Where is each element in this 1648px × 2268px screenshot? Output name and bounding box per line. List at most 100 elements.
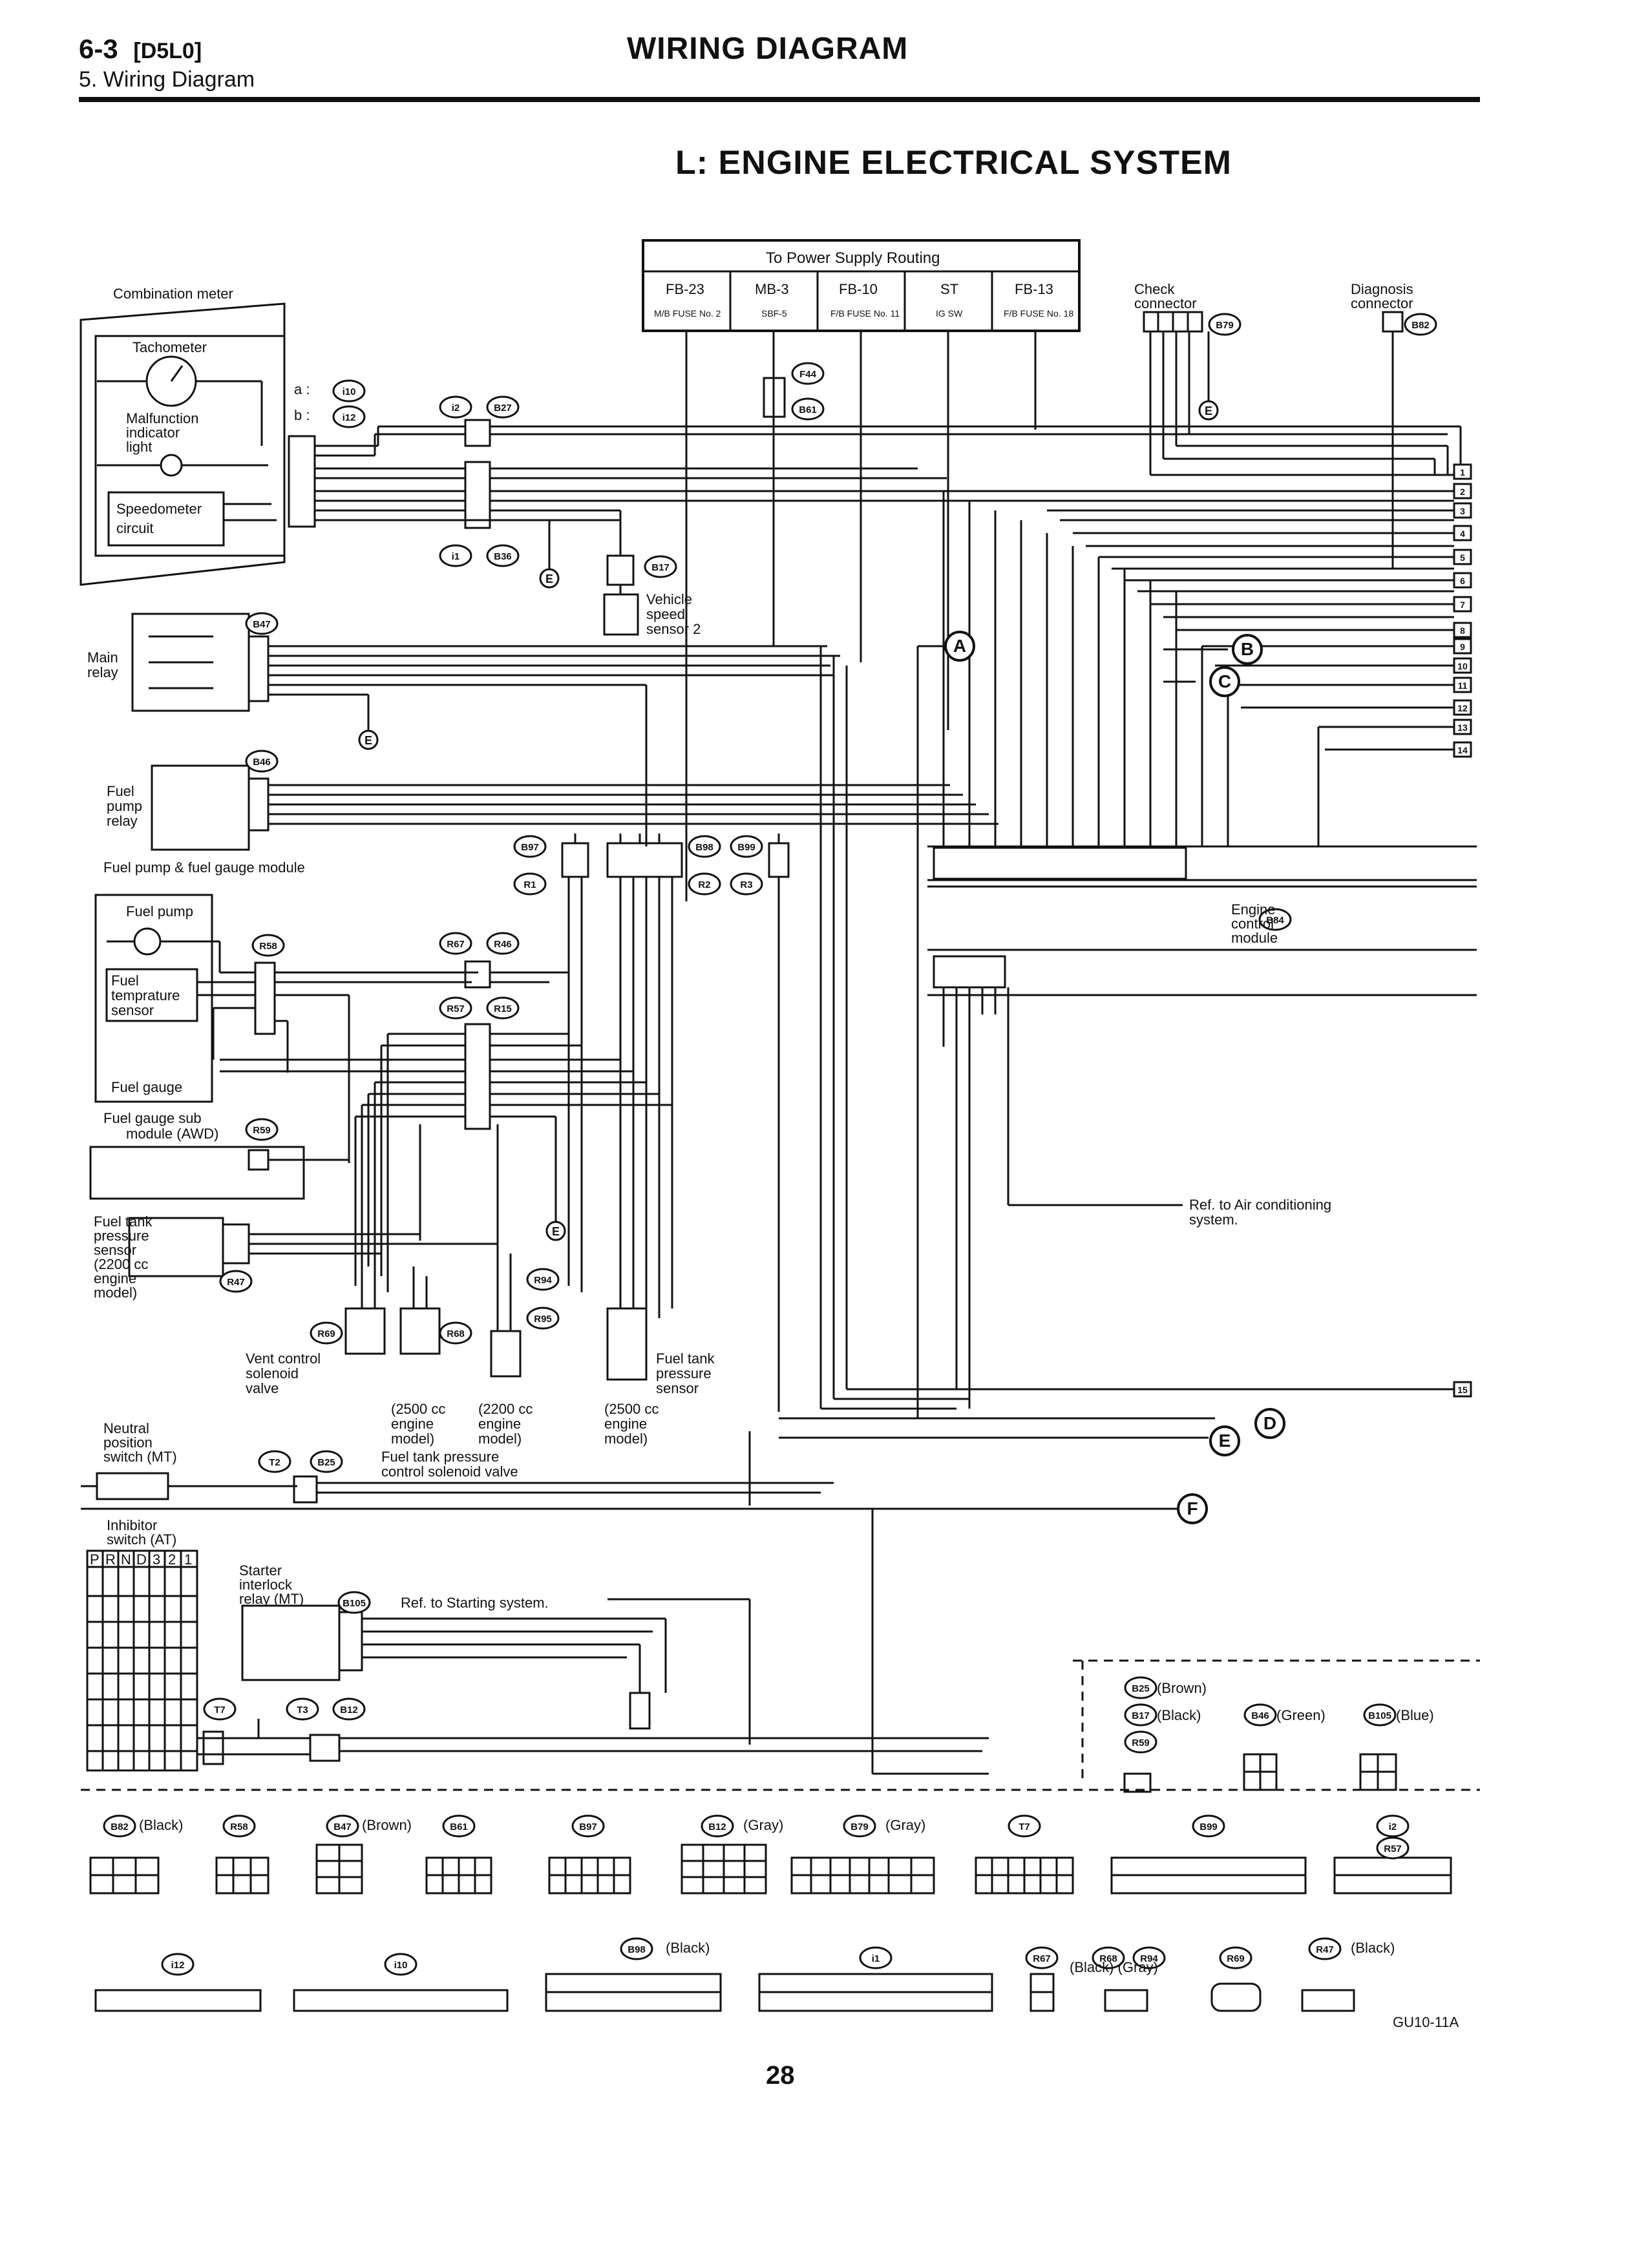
fuse-fb23: FB-23 (666, 281, 704, 297)
label-fuel-tank-2200-5: engine (94, 1270, 136, 1286)
legend-i12-conn (94, 1989, 262, 2012)
label-fuel-temp-2: temprature (111, 987, 180, 1003)
callout-b47: B47 (245, 612, 279, 635)
svg-text:B79: B79 (1216, 320, 1234, 331)
callout-i1: i1 (439, 544, 472, 567)
legend-b25-conn (1123, 1772, 1152, 1793)
label-meter-b: b : (294, 407, 310, 423)
ecm-terminal-tag: 5 (1453, 549, 1472, 565)
svg-text:R15: R15 (494, 1003, 512, 1014)
legend-b82-color: (Black) (139, 1817, 183, 1833)
svg-text:B105: B105 (343, 1598, 366, 1609)
ecm-terminal-tag: 13 (1453, 719, 1472, 735)
legend-r94-id: R94 (1132, 1946, 1166, 1969)
svg-text:10: 10 (1457, 661, 1468, 671)
ecm-terminal-tag: 12 (1453, 699, 1472, 716)
label-speedometer: Speedometer (116, 501, 202, 517)
ecm-terminal-tag: 4 (1453, 525, 1472, 541)
fuse-fb23-sub: M/B FUSE No. 2 (654, 308, 721, 319)
svg-text:R68: R68 (447, 1328, 465, 1339)
svg-text:i1: i1 (452, 551, 460, 562)
label-model-2500-b2: engine (604, 1416, 647, 1432)
legend-r68-r94-color: (Black) (Gray) (1070, 1959, 1158, 1975)
label-inhibitor-2: switch (AT) (107, 1531, 176, 1548)
inhibitor-3: 3 (153, 1551, 160, 1568)
fuse-fb10: FB-10 (839, 281, 878, 297)
svg-text:R3: R3 (740, 879, 752, 890)
combination-meter-housing (79, 302, 286, 586)
mil-lamp (160, 454, 183, 477)
legend-b105-color: (Blue) (1396, 1707, 1434, 1723)
callout-i10: i10 (332, 379, 366, 403)
svg-text:T7: T7 (1019, 1822, 1030, 1832)
page-number: 28 (766, 2061, 795, 2090)
legend-r47-color: (Black) (1351, 1940, 1395, 1956)
label-fuel-gauge-sub-2: module (AWD) (126, 1126, 218, 1142)
legend-b25-id: B25 (1124, 1676, 1157, 1699)
label-vent-control-3: valve (246, 1380, 279, 1396)
svg-text:R46: R46 (494, 939, 512, 950)
label-check-connector: Check (1134, 281, 1175, 297)
label-model-2500: (2500 cc (391, 1401, 445, 1417)
legend-b79-color: (Gray) (885, 1817, 925, 1833)
svg-text:E: E (1219, 1431, 1231, 1451)
svg-text:B98: B98 (695, 842, 713, 853)
svg-text:R69: R69 (1227, 1953, 1245, 1964)
label-fuel-tank-2200-6: model) (94, 1285, 137, 1301)
svg-text:R57: R57 (1384, 1843, 1402, 1854)
svg-text:B105: B105 (1368, 1710, 1391, 1721)
callout-b99: B99 (730, 835, 763, 858)
fuse-fb13: FB-13 (1015, 281, 1053, 297)
fuse-fb13-sub: F/B FUSE No. 18 (1004, 308, 1073, 319)
legend-b17-color: (Black) (1157, 1707, 1201, 1723)
ground-symbol: E (539, 568, 560, 589)
label-fuel-pump-relay-3: relay (107, 813, 138, 829)
svg-text:B: B (1241, 639, 1254, 659)
svg-text:B97: B97 (579, 1822, 597, 1832)
label-speedometer-2: circuit (116, 520, 153, 536)
svg-text:D: D (1263, 1413, 1276, 1433)
label-fuel-pump-relay: Fuel (107, 783, 134, 799)
svg-text:B12: B12 (340, 1705, 358, 1716)
label-ref-ac-2: system. (1189, 1212, 1238, 1228)
connector-b98 (606, 842, 683, 878)
svg-text:8: 8 (1460, 625, 1465, 636)
svg-text:i2: i2 (452, 403, 460, 414)
label-model-2200-3: model) (478, 1431, 522, 1447)
legend-b47-color: (Brown) (362, 1817, 412, 1833)
svg-text:T7: T7 (214, 1705, 226, 1716)
callout-t3: T3 (286, 1697, 319, 1721)
svg-text:3: 3 (1460, 506, 1465, 516)
label-fuel-temp: Fuel (111, 972, 139, 989)
callout-b82: B82 (1404, 313, 1437, 336)
callout-r58: R58 (251, 934, 285, 957)
legend-r69-id: R69 (1219, 1946, 1252, 1969)
power-routing-title: To Power Supply Routing (766, 249, 940, 267)
svg-text:i10: i10 (394, 1960, 408, 1971)
callout-b36: B36 (486, 544, 520, 567)
legend-r47-id: R47 (1308, 1937, 1342, 1960)
label-diagnosis-connector-2: connector (1351, 295, 1413, 311)
junction-a: A (944, 631, 975, 662)
connector-b12-mt (629, 1692, 651, 1730)
fuse-mb3-sub: SBF-5 (761, 308, 787, 319)
svg-text:T2: T2 (269, 1457, 280, 1468)
svg-text:9: 9 (1460, 642, 1465, 652)
legend-b17-id: B17 (1124, 1703, 1157, 1727)
legend-b12-id: B12 (701, 1814, 734, 1838)
svg-text:i10: i10 (343, 386, 356, 397)
ecm-connector-lower (933, 955, 1006, 989)
callout-b79: B79 (1208, 313, 1241, 336)
svg-text:E: E (1205, 404, 1212, 417)
label-vehicle-speed: Vehicle (646, 591, 692, 607)
label-ecm-2: control (1231, 916, 1274, 932)
svg-text:R95: R95 (534, 1314, 552, 1325)
svg-text:B36: B36 (494, 551, 512, 562)
svg-text:2: 2 (1460, 487, 1465, 497)
ecm-terminal-tag: 14 (1453, 741, 1472, 758)
callout-f44: F44 (791, 362, 825, 385)
svg-text:R94: R94 (534, 1275, 552, 1286)
label-model-2500-3: model) (391, 1431, 434, 1447)
svg-text:i2: i2 (1389, 1822, 1397, 1832)
